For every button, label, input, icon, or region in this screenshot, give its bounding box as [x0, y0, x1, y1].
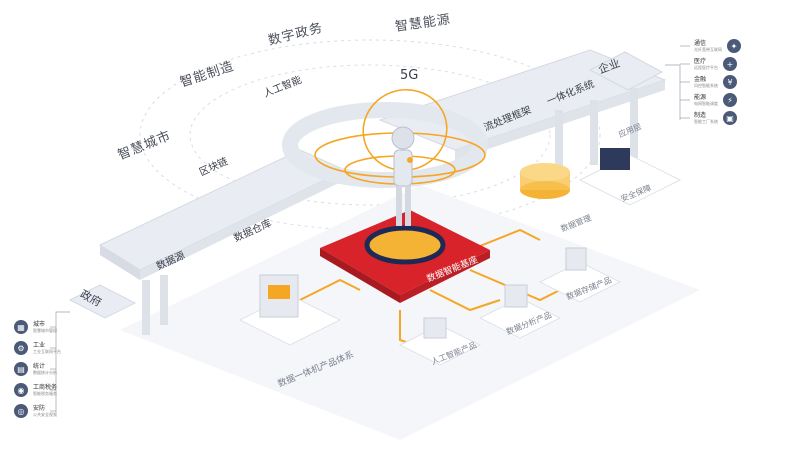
left-industry-title: 安防 — [33, 405, 46, 412]
left-industry-subtitle: 智慧城市管理 — [33, 328, 57, 333]
right-industry-item: 能源电网智能调度 ⚡ — [694, 93, 737, 107]
left-industry-item: ◎ 安防公共安全视频 — [14, 404, 57, 418]
left-industry-item: ▦ 城市智慧城市管理 — [14, 320, 57, 334]
gov-block — [68, 284, 137, 319]
right-industry-title: 金融 — [694, 76, 707, 83]
medical-icon: + — [723, 57, 737, 71]
enterprise-block — [588, 51, 664, 91]
left-industry-title: 工商税务 — [33, 384, 58, 391]
right-industry-subtitle: 电网智能调度 — [694, 101, 718, 106]
label-5g: 5G — [400, 68, 419, 83]
right-industry-item: 医疗远程医疗平台 + — [694, 57, 737, 71]
energy-icon: ⚡ — [723, 93, 737, 107]
right-industry-item: 制造智能工厂系统 ▣ — [694, 111, 737, 125]
left-industry-subtitle: 数据统计分析 — [33, 370, 57, 375]
left-industry-subtitle: 工业互联网平台 — [33, 349, 61, 354]
left-industry-subtitle: 公共安全视频 — [33, 412, 57, 417]
finance-icon: ¥ — [723, 75, 737, 89]
right-industry-title: 通信 — [694, 40, 707, 47]
security-icon: ◎ — [14, 404, 28, 418]
left-industry-title: 统计 — [33, 363, 46, 370]
robot-figure — [391, 126, 415, 226]
left-industry-title: 城市 — [33, 321, 46, 328]
right-industry-title: 医疗 — [694, 58, 707, 65]
right-industry-subtitle: 光纤宽带互联网 — [694, 47, 722, 52]
right-industry-item: 金融风控智能系统 ¥ — [694, 75, 737, 89]
factory-icon: ▣ — [723, 111, 737, 125]
left-industry-item: ◉ 工商税务智能税务服务 — [14, 383, 57, 397]
core-disc — [364, 225, 446, 265]
center-ring — [282, 102, 488, 188]
industry-icon: ⚙ — [14, 341, 28, 355]
chart-icon: ▤ — [14, 362, 28, 376]
left-industry-item: ▤ 统计数据统计分析 — [14, 362, 57, 376]
left-industry-title: 工业 — [33, 342, 46, 349]
satellite-icon: ✦ — [727, 39, 741, 53]
left-industry-subtitle: 智能税务服务 — [33, 391, 57, 396]
city-icon: ▦ — [14, 320, 28, 334]
right-industry-title: 能源 — [694, 94, 707, 101]
floor-base — [120, 185, 700, 440]
right-industry-subtitle: 远程医疗平台 — [694, 65, 718, 70]
pillars — [142, 88, 638, 335]
right-industry-title: 制造 — [694, 112, 707, 119]
right-industry-item: 通信光纤宽带互联网 ✦ — [694, 39, 741, 53]
right-industry-subtitle: 智能工厂系统 — [694, 119, 718, 124]
tax-icon: ◉ — [14, 383, 28, 397]
product-modules — [238, 148, 682, 366]
left-industry-item: ⚙ 工业工业互联网平台 — [14, 341, 61, 355]
right-industry-subtitle: 风控智能系统 — [694, 83, 718, 88]
